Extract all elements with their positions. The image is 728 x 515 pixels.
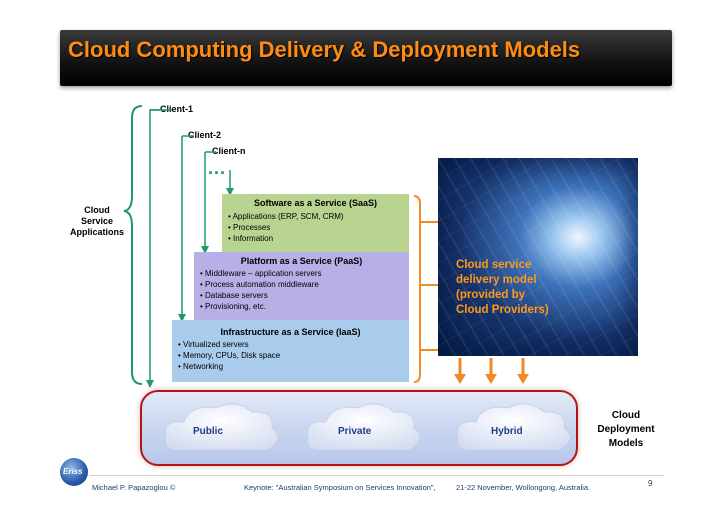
saas-arrowhead [226,188,234,196]
slide-title: Cloud Computing Delivery & Deployment Mo… [68,37,581,62]
iaas-item: • Networking [178,362,224,371]
paas-heading: Platform as a Service (PaaS) [240,256,363,266]
paas-item: • Middleware – application servers [200,269,322,278]
client-1-arrowhead [146,380,154,388]
footer-keynote: Keynote: "Australian Symposium on Servic… [244,483,436,492]
paas-item: • Process automation middleware [200,280,319,289]
public-cloud-shape [164,403,279,451]
saas-heading: Software as a Service (SaaS) [253,198,378,208]
hybrid-cloud-shape [456,403,571,451]
deployment-models-label: Cloud Deployment Models [597,410,655,449]
client-n-arrowhead [201,246,209,254]
cloud-service-applications-label: Cloud Service Applications [69,205,124,237]
cloud-label-hybrid: Hybrid [491,426,523,437]
client-n-label: Client-n [212,146,246,156]
cloud-label-public: Public [193,426,224,437]
saas-item: • Applications (ERP, SCM, CRM) [228,212,344,221]
saas-item: • Processes [228,223,271,232]
iaas-heading: Infrastructure as a Service (IaaS) [220,327,361,337]
title-bar [60,30,672,86]
globe-image [438,158,638,356]
paas-item: • Database servers [200,291,268,300]
client-2-arrowhead [178,314,186,322]
footer-divider [90,475,664,476]
saas-item: • Information [228,234,274,243]
saas-box: Software as a Service (SaaS) • Applicati… [222,194,409,252]
left-brace [123,105,143,385]
down-arrowhead-3 [517,374,529,384]
page-number: 9 [648,479,653,488]
paas-box: Platform as a Service (PaaS) • Middlewar… [194,252,409,320]
eriss-logo [60,458,88,486]
client-1-label: Client-1 [160,104,194,114]
client-2-label: Client-2 [188,130,222,140]
paas-item: • Provisioning, etc. [200,302,266,311]
down-arrowhead-1 [454,374,466,384]
cloud-label-private: Private [338,426,372,437]
private-cloud-shape [306,403,421,451]
iaas-item: • Memory, CPUs, Disk space [178,351,281,360]
right-bracket [413,195,421,383]
down-arrowhead-2 [485,374,497,384]
logo-text: Eriss [63,467,83,476]
globe-network-overlay [438,158,638,356]
iaas-box: Infrastructure as a Service (IaaS) • Vir… [172,320,409,382]
delivery-model-label: Cloud service delivery model (provided b… [456,259,549,316]
iaas-item: • Virtualized servers [178,340,249,349]
footer-date-place: 21-22 November, Wollongong, Australia. [456,483,591,492]
ellipsis: ... [208,158,227,178]
footer-author: Michael P. Papazoglou © [92,483,176,492]
